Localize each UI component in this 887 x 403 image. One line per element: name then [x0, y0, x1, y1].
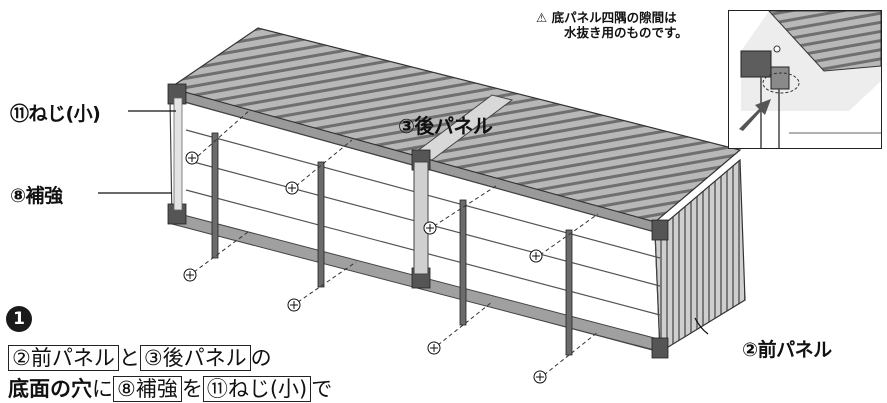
left-post [173, 97, 183, 211]
note-line-2: 水抜き用のものです。 [564, 25, 688, 40]
particle-de: で [311, 377, 333, 401]
reinforcement-bars [211, 132, 573, 356]
note-line-1: 底パネル四隅の隙間は [551, 10, 677, 25]
part-box-screw-small: ⑪ねじ(小) [202, 376, 312, 402]
step-number-badge: 1 [6, 306, 32, 332]
joiner-to: と [118, 346, 140, 370]
guide-lines [193, 109, 599, 376]
screws [183, 151, 547, 384]
leader-lines [98, 110, 709, 335]
inset-drawing [739, 11, 881, 148]
storage-box-drawing [98, 27, 746, 384]
detail-inset [728, 10, 882, 149]
label-front-panel: ②前パネル [742, 339, 832, 361]
part-box-reinforcement: ⑧補強 [113, 376, 182, 402]
label-screw-small: ⑪ねじ(小) [10, 103, 101, 125]
joiner-no: の [250, 346, 272, 370]
inset-arrow [739, 99, 771, 131]
bottom-hole-text: 底面の穴 [8, 377, 92, 401]
particle-ni: に [92, 377, 113, 401]
label-reinforcement: ⑧補強 [10, 185, 63, 207]
particle-wo: を [181, 377, 203, 401]
drainage-note: ⚠ 底パネル四隅の隙間は 水抜き用のものです。 [536, 10, 688, 40]
part-box-front-panel: ②前パネル [8, 345, 119, 371]
part-box-rear-panel: ③後パネル [139, 345, 251, 371]
assembly-diagram: ⚠ 底パネル四隅の隙間は 水抜き用のものです。 ⑪ねじ(小) ⑧補強 ③後パネル… [6, 10, 882, 402]
center-post [413, 161, 429, 275]
warning-icon: ⚠ [536, 10, 548, 25]
label-rear-panel: ③後パネル [398, 114, 493, 138]
